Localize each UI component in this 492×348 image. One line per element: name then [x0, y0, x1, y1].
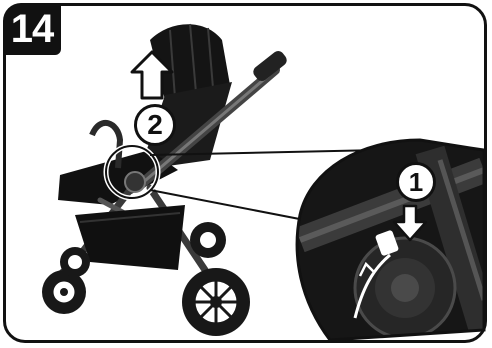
rear-wheel-right [182, 268, 250, 336]
fold-joint [124, 171, 146, 193]
callout-1: 1 [396, 162, 436, 202]
bumper-bar [89, 120, 124, 169]
stroller [42, 23, 287, 336]
detail-border [295, 138, 486, 342]
step-number: 14 [3, 3, 61, 55]
detail-view [297, 140, 484, 340]
front-wheel-left [42, 270, 86, 314]
stroller-seat [140, 82, 232, 170]
connector-line [149, 149, 381, 156]
arrow-down-icon [392, 204, 428, 242]
front-wheel-right [60, 247, 90, 277]
arrow-up-icon [130, 50, 174, 100]
motion-curve [353, 253, 391, 319]
basket [75, 205, 185, 270]
handlebar-grip [253, 51, 287, 81]
rear-wheel-left [190, 222, 226, 258]
callout-2: 2 [134, 104, 176, 146]
lock-button [375, 230, 399, 256]
